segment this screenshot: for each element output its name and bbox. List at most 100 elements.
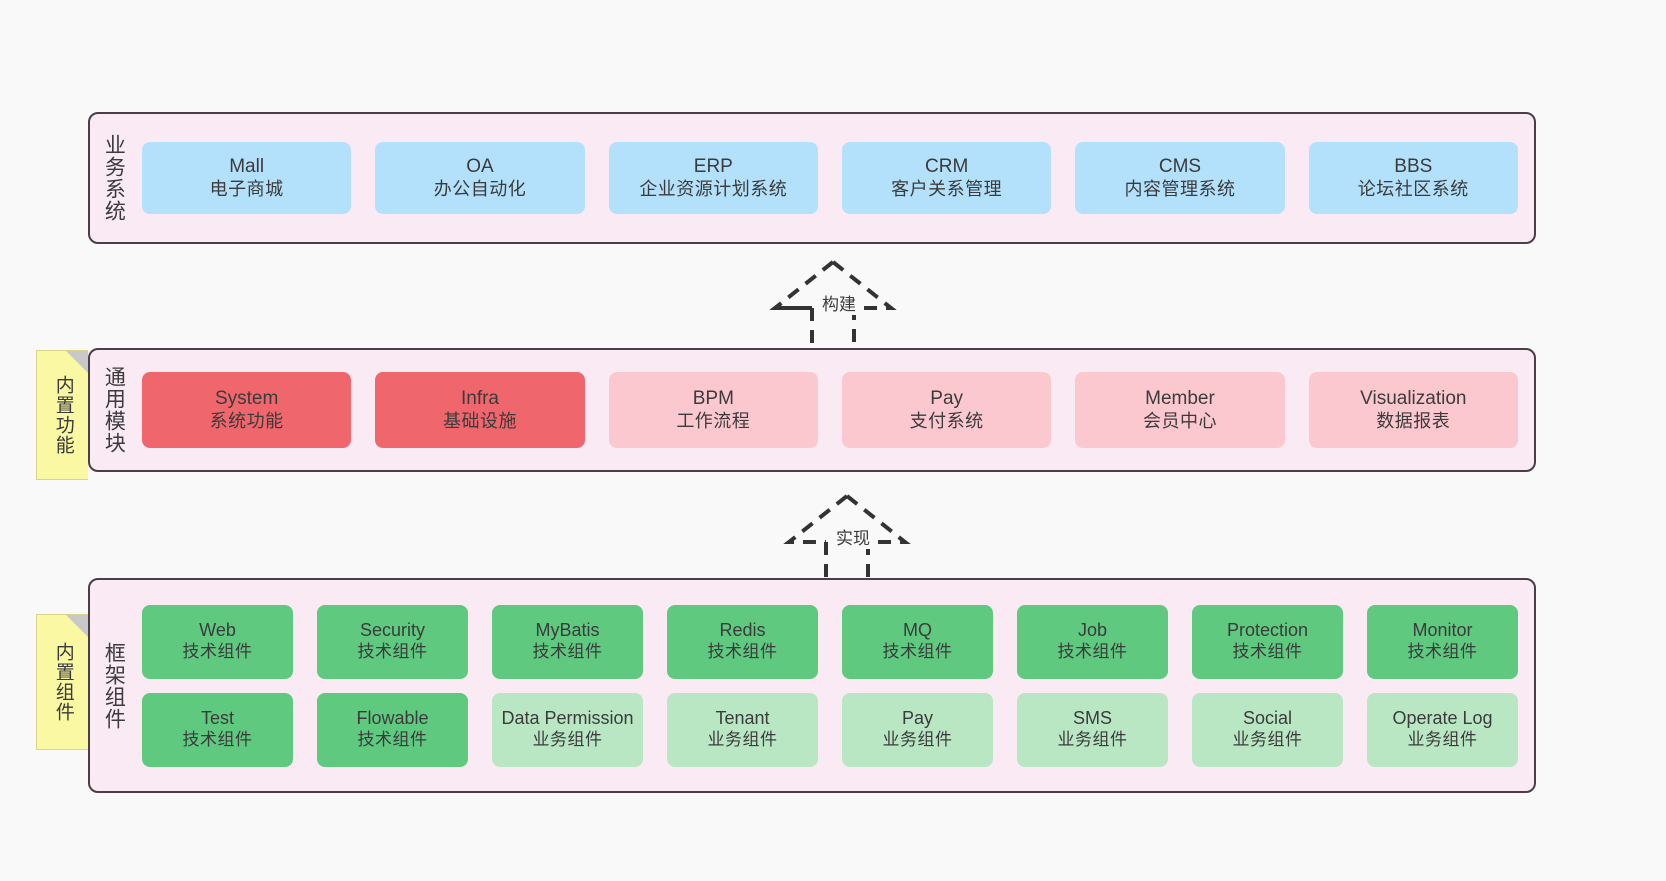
card-cms[interactable]: CMS 内容管理系统	[1075, 142, 1285, 214]
card-title-cn: 业务组件	[1057, 730, 1128, 750]
card-title-cn: 技术组件	[532, 642, 603, 662]
card-operate-log[interactable]: Operate Log 业务组件	[1367, 692, 1518, 767]
card-title-en: Social	[1242, 708, 1293, 729]
card-title-en: Web	[199, 620, 236, 641]
card-sms[interactable]: SMS 业务组件	[1017, 692, 1168, 767]
layer-row: Test 技术组件 Flowable 技术组件 Data Permission …	[142, 692, 1518, 767]
card-flowable[interactable]: Flowable 技术组件	[317, 692, 468, 767]
card-title-en: Visualization	[1360, 388, 1467, 410]
card-erp[interactable]: ERP 企业资源计划系统	[608, 142, 818, 214]
card-title-cn: 企业资源计划系统	[639, 178, 788, 199]
card-title-en: CRM	[925, 156, 969, 178]
card-system[interactable]: System 系统功能	[142, 372, 352, 448]
card-title-en: Redis	[719, 620, 766, 641]
card-title-en: MQ	[903, 620, 932, 641]
card-title-cn: 系统功能	[209, 410, 284, 431]
card-title-cn: 业务组件	[1232, 730, 1303, 750]
card-title-cn: 客户关系管理	[891, 178, 1003, 199]
card-title-en: CMS	[1158, 156, 1202, 178]
card-title-cn: 技术组件	[1057, 642, 1128, 662]
card-title-en: Flowable	[356, 708, 429, 729]
card-oa[interactable]: OA 办公自动化	[375, 142, 585, 214]
card-title-en: System	[214, 388, 279, 410]
card-title-en: Test	[200, 708, 234, 729]
card-monitor[interactable]: Monitor 技术组件	[1367, 604, 1518, 679]
layer-body-business-systems: Mall 电子商城 OA 办公自动化 ERP 企业资源计划系统 CRM 客户关系…	[136, 114, 1534, 242]
card-title-en: Infra	[460, 388, 499, 410]
card-title-en: Monitor	[1412, 620, 1473, 641]
layer-row: Mall 电子商城 OA 办公自动化 ERP 企业资源计划系统 CRM 客户关系…	[142, 142, 1518, 214]
card-mq[interactable]: MQ 技术组件	[842, 604, 993, 679]
layer-body-framework-components: Web 技术组件 Security 技术组件 MyBatis 技术组件 Redi…	[136, 580, 1534, 791]
card-title-cn: 电子商城	[209, 178, 284, 199]
card-title-cn: 业务组件	[532, 730, 603, 750]
note-builtin-features[interactable]: 内置功能	[36, 350, 88, 480]
card-member[interactable]: Member 会员中心	[1075, 372, 1285, 448]
card-title-en: BPM	[692, 388, 734, 410]
card-title-en: SMS	[1072, 708, 1112, 729]
card-title-cn: 技术组件	[182, 642, 253, 662]
connector-label-implement: 实现	[834, 524, 872, 549]
card-protection[interactable]: Protection 技术组件	[1192, 604, 1343, 679]
layer-row: System 系统功能 Infra 基础设施 BPM 工作流程 Pay 支付系统…	[142, 372, 1518, 448]
layer-common-modules[interactable]: 通用模块 System 系统功能 Infra 基础设施 BPM 工作流程 Pay…	[88, 348, 1536, 472]
card-title-en: Member	[1145, 388, 1215, 410]
card-title-cn: 技术组件	[707, 642, 778, 662]
note-label: 内置组件	[52, 642, 74, 722]
card-redis[interactable]: Redis 技术组件	[667, 604, 818, 679]
card-security[interactable]: Security 技术组件	[317, 604, 468, 679]
card-title-en: ERP	[693, 156, 733, 178]
card-title-cn: 技术组件	[357, 730, 428, 750]
dashed-hollow-arrow-icon	[769, 260, 897, 348]
card-mybatis[interactable]: MyBatis 技术组件	[492, 604, 643, 679]
card-title-en: BBS	[1394, 156, 1433, 178]
card-pay[interactable]: Pay 支付系统	[841, 372, 1052, 448]
layer-title-common-modules: 通用模块	[102, 366, 126, 454]
card-title-cn: 业务组件	[882, 730, 953, 750]
card-infra[interactable]: Infra 基础设施	[375, 372, 585, 448]
card-title-cn: 业务组件	[1407, 730, 1478, 750]
card-crm[interactable]: CRM 客户关系管理	[841, 142, 1052, 214]
layer-business-systems[interactable]: 业务系统 Mall 电子商城 OA 办公自动化 ERP 企业资源计划系统 CRM…	[88, 112, 1536, 244]
card-title-cn: 技术组件	[357, 642, 428, 662]
card-visualization[interactable]: Visualization 数据报表	[1308, 372, 1518, 448]
card-data-permission[interactable]: Data Permission 业务组件	[492, 692, 643, 767]
layer-framework-components[interactable]: 框架组件 Web 技术组件 Security 技术组件 MyBatis 技术组件…	[88, 578, 1536, 793]
note-builtin-components[interactable]: 内置组件	[36, 614, 88, 750]
card-pay-business[interactable]: Pay 业务组件	[842, 692, 993, 767]
card-title-en: MyBatis	[535, 620, 600, 641]
card-tenant[interactable]: Tenant 业务组件	[667, 692, 818, 767]
card-title-en: Pay	[930, 388, 964, 410]
card-title-en: Protection	[1226, 620, 1309, 641]
card-bbs[interactable]: BBS 论坛社区系统	[1308, 142, 1518, 214]
card-title-en: Security	[359, 620, 426, 641]
card-social[interactable]: Social 业务组件	[1192, 692, 1343, 767]
card-job[interactable]: Job 技术组件	[1017, 604, 1168, 679]
layer-title-business-systems: 业务系统	[102, 134, 126, 222]
connector-label-build: 构建	[820, 290, 858, 315]
layer-row: Web 技术组件 Security 技术组件 MyBatis 技术组件 Redi…	[142, 604, 1518, 679]
layer-title-framework-components: 框架组件	[102, 641, 126, 730]
card-title-en: Job	[1077, 620, 1108, 641]
card-title-cn: 技术组件	[1407, 642, 1478, 662]
connector-build: 构建	[758, 258, 908, 348]
card-title-en: Operate Log	[1392, 708, 1493, 729]
card-title-cn: 论坛社区系统	[1357, 178, 1469, 199]
card-bpm[interactable]: BPM 工作流程	[608, 372, 818, 448]
card-title-cn: 业务组件	[707, 730, 778, 750]
card-title-cn: 支付系统	[909, 410, 984, 431]
card-mall[interactable]: Mall 电子商城	[142, 142, 352, 214]
card-title-en: Data Permission	[501, 708, 634, 729]
card-title-en: Pay	[901, 708, 934, 729]
card-test[interactable]: Test 技术组件	[142, 692, 293, 767]
card-web[interactable]: Web 技术组件	[142, 604, 293, 679]
card-title-cn: 办公自动化	[433, 178, 527, 199]
card-title-en: Tenant	[715, 708, 770, 729]
card-title-cn: 基础设施	[442, 410, 517, 431]
card-title-cn: 内容管理系统	[1124, 178, 1236, 199]
card-title-cn: 技术组件	[1232, 642, 1303, 662]
card-title-cn: 会员中心	[1142, 410, 1217, 431]
note-label: 内置功能	[52, 375, 74, 455]
card-title-cn: 工作流程	[676, 410, 751, 431]
